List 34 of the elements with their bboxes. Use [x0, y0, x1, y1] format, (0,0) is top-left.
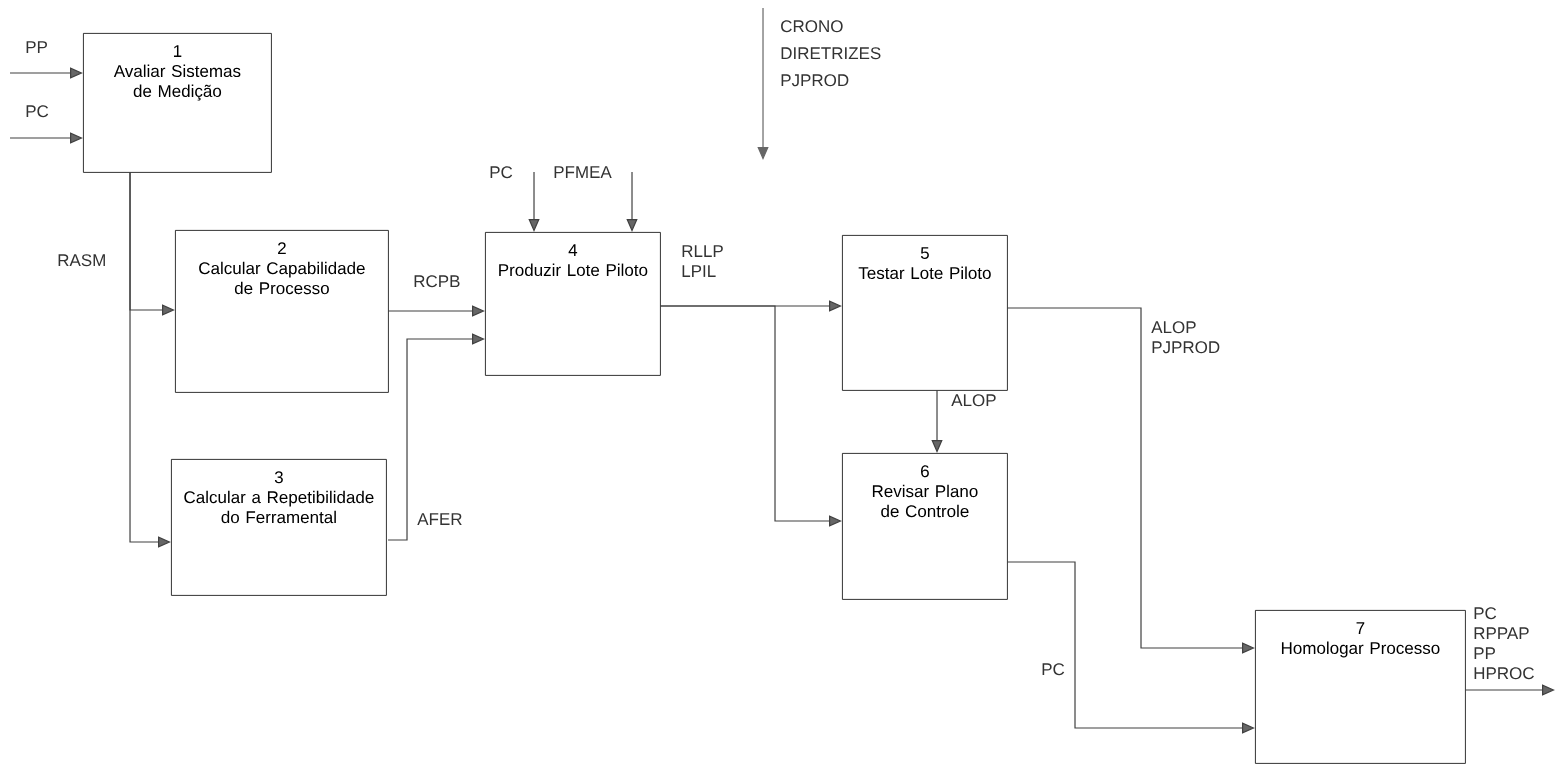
process-box: 6 Revisar Plano de Controle: [842, 453, 1008, 600]
arrow: [9, 67, 83, 79]
arrow: [659, 305, 842, 527]
arrow: [1006, 307, 1255, 654]
text-label: CRONO: [781, 20, 843, 33]
process-box: 2 Calcular Capabilidade de Processo: [175, 230, 389, 393]
arrow: [129, 171, 171, 548]
edge-label: ALOP: [950, 393, 996, 408]
edge-label: ALOP PJPROD: [1150, 320, 1220, 355]
edge-label: PC: [1040, 662, 1065, 677]
edge-label: RCPB: [412, 274, 460, 289]
edge-label: RLLP LPIL: [680, 244, 723, 278]
text-label: PJPROD: [781, 74, 849, 87]
edge-label: PP: [24, 40, 47, 54]
arrow: [1006, 561, 1255, 734]
edge-label: PFMEA: [552, 165, 612, 179]
arrow: [931, 389, 943, 453]
edge-label: PC: [24, 104, 49, 119]
process-box: 3 Calcular a Repetibilidade do Ferramental: [171, 459, 387, 596]
process-box: 1 Avaliar Sistemas de Medição: [83, 33, 272, 173]
process-box: 5 Testar Lote Piloto: [842, 235, 1008, 391]
arrow: [528, 171, 540, 232]
text-label: DIRETRIZES: [781, 47, 881, 60]
process-box: 7 Homologar Processo: [1255, 610, 1466, 764]
edge-label: PC RPPAP PP HPROC: [1472, 606, 1534, 681]
edge-label: AFER: [416, 512, 462, 526]
edge-label: PC: [488, 165, 513, 180]
process-box: 4 Produzir Lote Piloto: [485, 232, 661, 376]
arrow: [1464, 684, 1555, 696]
arrow: [387, 333, 485, 541]
arrow: [9, 132, 83, 144]
edge-label: RASM: [56, 253, 105, 268]
arrow: [626, 171, 638, 232]
arrow: [387, 305, 485, 317]
